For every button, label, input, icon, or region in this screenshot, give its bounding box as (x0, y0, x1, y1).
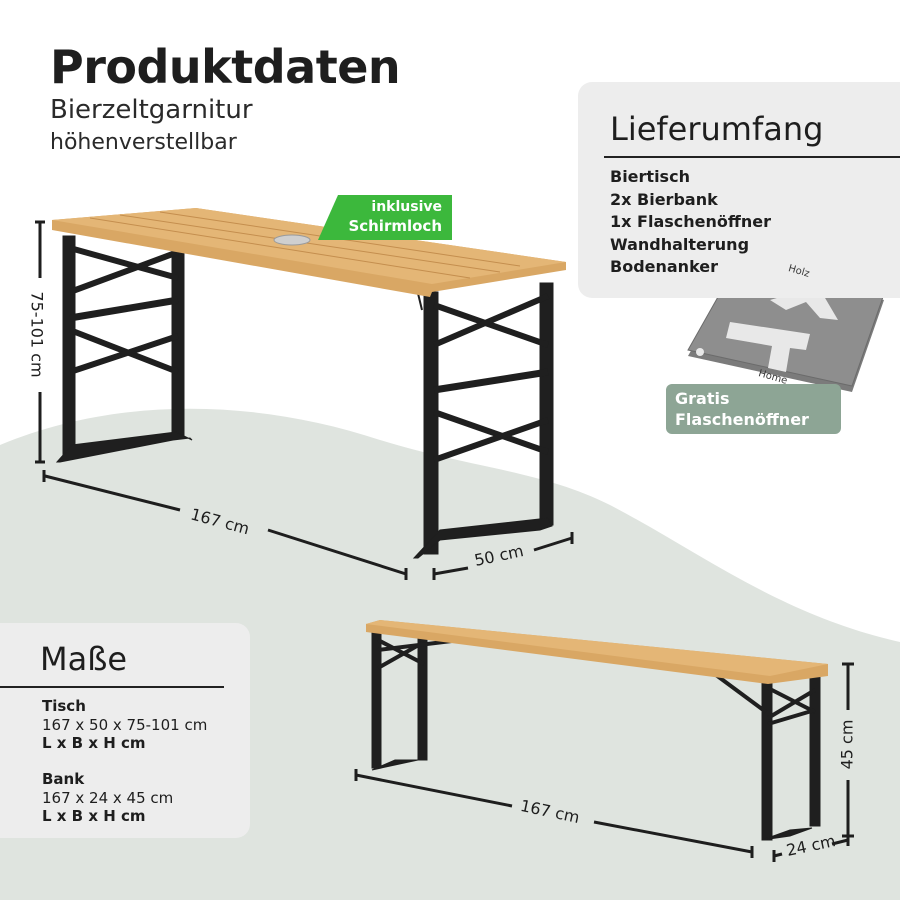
bench-height-label: 45 cm (837, 719, 857, 770)
dimensions-heading: Maße (40, 640, 128, 678)
schirmloch-badge-shape (318, 195, 452, 240)
dimension-lines (35, 220, 854, 862)
page-title: Produktdaten (50, 40, 401, 94)
list-item: Wandhalterung (610, 234, 750, 254)
free-opener-badge-line1: Gratis (675, 389, 730, 408)
dimensions-panel (0, 623, 250, 838)
schirmloch-badge-line1: inklusive (371, 199, 442, 215)
bench-dimensions: Bank 167 x 24 x 45 cm L x B x H cm (42, 770, 173, 826)
bench-label: Bank (42, 770, 85, 788)
table-dimensions: Tisch 167 x 50 x 75-101 cm L x B x H cm (42, 697, 207, 753)
delivery-scope-heading: Lieferumfang (610, 110, 824, 148)
product-feature: höhenverstellbar (50, 130, 237, 155)
table-values: 167 x 50 x 75-101 cm (42, 715, 208, 734)
table-height-label: 75-101 cm (27, 291, 47, 378)
list-item: Bodenanker (610, 257, 719, 276)
delivery-scope-list: Biertisch 2x Bierbank 1x Flaschenöffner … (610, 166, 771, 279)
beer-table-illustration (52, 208, 566, 559)
list-item: 2x Bierbank (610, 189, 718, 209)
bench-values: 167 x 24 x 45 cm (42, 788, 174, 807)
list-item: 1x Flaschenöffner (610, 212, 771, 231)
schirmloch-badge: inklusive Schirmloch (320, 195, 452, 243)
umbrella-hole (273, 234, 311, 246)
free-opener-badge: Gratis Flaschenöffner (666, 384, 841, 434)
dimensions-divider (0, 686, 224, 688)
schirmloch-badge-line2: Schirmloch (348, 217, 442, 235)
table-label: Tisch (42, 697, 86, 715)
table-units: L x B x H cm (42, 734, 146, 752)
product-name: Bierzeltgarnitur (50, 95, 253, 125)
delivery-scope-divider (604, 156, 900, 158)
delivery-scope-panel (578, 82, 900, 298)
free-opener-badge-line2: Flaschenöffner (675, 410, 809, 429)
bench-units: L x B x H cm (42, 807, 146, 825)
list-item: Biertisch (610, 167, 690, 186)
